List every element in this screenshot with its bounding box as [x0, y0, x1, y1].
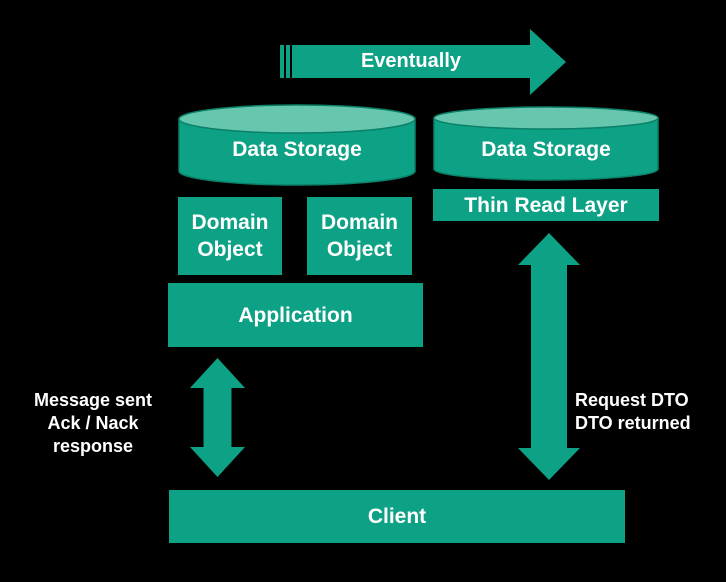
domain-object-box-1: Domain Object: [178, 197, 282, 275]
read-data-storage-label: Data Storage: [481, 138, 611, 161]
application-box: Application: [168, 283, 423, 347]
read-data-storage-cylinder: Data Storage: [433, 106, 659, 181]
thin-read-layer-box: Thin Read Layer: [433, 189, 659, 221]
striped-right-arrow-icon: [280, 29, 566, 95]
request-arrow-labels: Request DTO DTO returned: [575, 389, 715, 435]
double-vertical-arrow-icon: [518, 233, 580, 480]
client-box: Client: [169, 490, 625, 543]
domain-object-box-2: Domain Object: [307, 197, 412, 275]
write-data-storage-label: Data Storage: [232, 138, 362, 161]
database-cylinder-icon: [178, 104, 416, 186]
database-cylinder-icon: [433, 106, 659, 181]
write-data-storage-cylinder: Data Storage: [178, 104, 416, 186]
ack-nack-label: Ack / Nack response: [47, 413, 139, 456]
eventually-arrow: Eventually: [280, 29, 566, 95]
request-double-arrow: [518, 233, 580, 480]
message-sent-label: Message sent: [33, 390, 153, 410]
message-double-arrow: [190, 358, 245, 477]
eventually-label: Eventually: [360, 50, 462, 72]
double-vertical-arrow-icon: [190, 358, 245, 477]
request-dto-label: Request DTO: [575, 390, 689, 410]
dto-returned-label: DTO returned: [575, 413, 691, 433]
message-arrow-labels: Message sent Ack / Nack response: [7, 389, 179, 458]
